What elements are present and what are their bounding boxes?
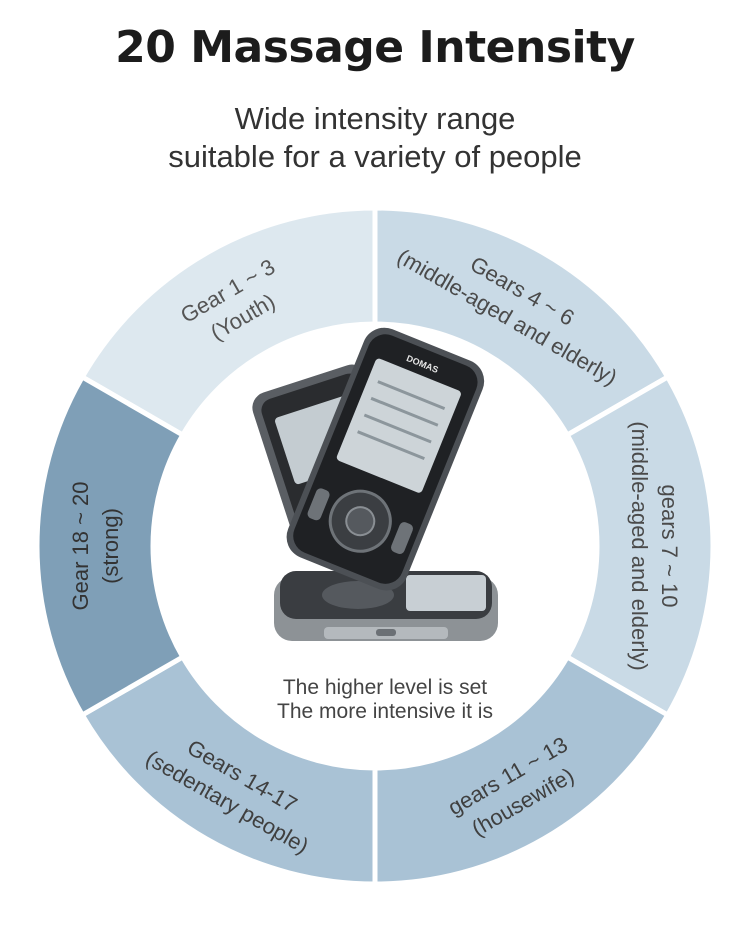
segment-label-3: gears 7 ~ 10(middle-aged and elderly) xyxy=(627,421,682,670)
caption-line-2: The more intensive it is xyxy=(277,700,493,723)
ring-segment-2 xyxy=(372,205,672,439)
page-title: 20 Massage Intensity xyxy=(115,22,635,73)
ring-segment-3 xyxy=(563,373,716,719)
subtitle: Wide intensity range suitable for a vari… xyxy=(0,100,750,176)
segment-label-6: Gear 18 ~ 20(strong) xyxy=(68,481,123,610)
tens-device-illustration: DOMAS xyxy=(252,327,498,641)
caption-line-1: The higher level is set xyxy=(282,676,488,699)
ring-segment-1 xyxy=(78,205,378,439)
ring-segment-4 xyxy=(372,653,672,887)
subtitle-line-1: Wide intensity range xyxy=(234,101,516,136)
ring-segment-5 xyxy=(78,653,378,887)
ring-segment-6 xyxy=(34,373,187,719)
subtitle-line-2: suitable for a variety of people xyxy=(168,139,582,174)
caption: The higher level is set The more intensi… xyxy=(200,676,570,724)
segment-label-line: (middle-aged and elderly) xyxy=(627,421,652,670)
segment-label-line: gears 7 ~ 10 xyxy=(657,485,682,608)
segment-label-line: (strong) xyxy=(98,508,123,584)
segment-label-line: Gear 18 ~ 20 xyxy=(68,481,93,610)
